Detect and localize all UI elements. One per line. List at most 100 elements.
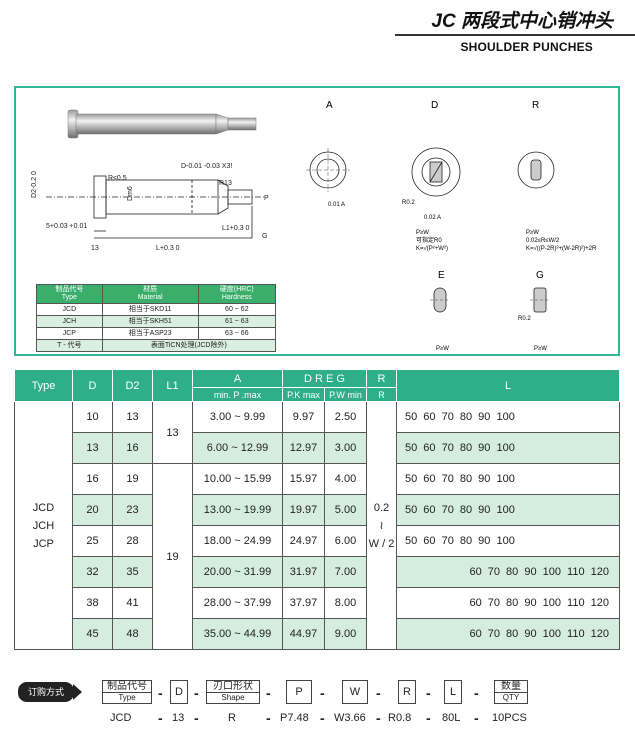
section-label-d: D [431, 100, 438, 111]
dimension-labels: R≤0.5 D-0.01 -0.03 X3! R13 D2-0.2 0 5+0.… [31, 163, 269, 252]
spec-table: Type D D2 L1 A D R E G R L min. P .max P… [14, 369, 620, 650]
type-cell: JCD JCH JCP [14, 401, 73, 650]
l1-cell: 13 [152, 401, 193, 464]
punch-render [67, 109, 257, 139]
dash: - [266, 685, 271, 701]
dash: - [194, 685, 199, 701]
col-r-sub: R [366, 387, 397, 402]
dash: - [376, 710, 381, 726]
dash: - [376, 685, 381, 701]
dim-r02-d: R0.2 [402, 200, 415, 206]
dim-l1: L1+0.3 0 [222, 225, 250, 232]
dash: - [158, 685, 163, 701]
table-row: 45 48 35.00 ~ 44.99 44.97 9.00 60 70 80 … [15, 618, 620, 650]
table-row: 13 16 6.00 ~ 12.99 12.97 3.00 50 60 70 8… [15, 432, 620, 464]
pw-e: P≥W [436, 346, 449, 352]
example-l: 80L [442, 712, 461, 724]
col-l: L [396, 369, 620, 402]
pw-d-b: 可指定R0 [416, 236, 442, 244]
dim-thirteen: 13 [91, 245, 99, 252]
example-r: R0.8 [388, 712, 412, 724]
page-title-cn: JC 两段式中心销冲头 [431, 11, 613, 32]
dash: - [474, 685, 479, 701]
page-title-en: SHOULDER PUNCHES [460, 40, 593, 54]
table-row: 25 28 18.00 ~ 24.99 24.97 6.00 50 60 70 … [15, 525, 620, 557]
order-box-d: D [170, 680, 188, 704]
section-label-g: G [536, 270, 544, 281]
r-rule: 0.02≤R≤W/2 [526, 238, 560, 244]
dim-five: 5+0.03 +0.01 [46, 223, 87, 230]
dim-d-tol: D-0.01 -0.03 X3! [181, 163, 232, 170]
pw-d: P≥W [416, 230, 429, 236]
order-box-p: P [286, 680, 312, 704]
header-rule [395, 34, 635, 36]
order-box-w: W [342, 680, 368, 704]
section-a: A 0.01 A [306, 100, 350, 208]
col-pw-sub: P.W min [324, 387, 367, 402]
col-l1: L1 [152, 369, 193, 402]
example-d: 13 [172, 712, 185, 724]
mat-header-hardness: 硬度(HRC)Hardness [197, 284, 277, 304]
mat-footer-row: T - 代号 表面TiCN处理(JCD除外) [36, 339, 277, 352]
section-label-r: R [532, 100, 539, 111]
example-shape: R [228, 712, 236, 724]
dash: - [194, 710, 199, 726]
l1-cell: 19 [152, 463, 193, 650]
dim-r13: R13 [219, 180, 232, 187]
example-w: W3.66 [334, 712, 366, 724]
k-r: K=√((P-2R)²+(W-2R)²)+2R [526, 245, 597, 252]
table-row: 38 41 28.00 ~ 37.99 37.97 8.00 60 70 80 … [15, 587, 620, 619]
col-dreg: D R E G [282, 369, 367, 388]
example-qty: 10PCS [492, 712, 527, 724]
table-row: 20 23 13.00 ~ 19.99 19.97 5.00 50 60 70 … [15, 494, 620, 526]
rect-001-a: 0.01 A [328, 202, 345, 208]
section-label-e: E [438, 270, 445, 281]
col-r: R [366, 369, 397, 388]
col-a: A [192, 369, 283, 388]
dash: - [320, 710, 325, 726]
order-badge: 订购方式 [18, 682, 82, 702]
dash: - [474, 710, 479, 726]
order-box-r: R [398, 680, 416, 704]
table-row: 32 35 20.00 ~ 31.99 31.97 7.00 60 70 80 … [15, 556, 620, 588]
dash: - [320, 685, 325, 701]
section-e: E P≥W [430, 270, 450, 352]
dim-dm6: Dm6 [127, 186, 134, 201]
table-row: JCD JCH JCP 10 13 13 3.00 ~ 9.99 9.97 2.… [14, 401, 620, 650]
example-p: P7.48 [280, 712, 309, 724]
r02-g: R0.2 [518, 316, 531, 322]
dash: - [266, 710, 271, 726]
k-d: K=√(P²+W²) [416, 245, 448, 252]
dash: - [158, 710, 163, 726]
col-pk-sub: P.K max [282, 387, 325, 402]
col-d: D [72, 369, 113, 402]
dim-g: G [262, 233, 267, 240]
drawing-panel: R≤0.5 D-0.01 -0.03 X3! R13 D2-0.2 0 5+0.… [14, 86, 620, 356]
dim-l: L+0.3 0 [156, 245, 180, 252]
example-type: JCD [110, 712, 132, 724]
col-type: Type [14, 369, 73, 402]
col-a-sub: min. P .max [192, 387, 283, 402]
section-g: G R0.2 P≥W [518, 270, 550, 352]
r-range-cell: 0.2 ≀ W / 2 [366, 401, 397, 650]
technical-drawing: R≤0.5 D-0.01 -0.03 X3! R13 D2-0.2 0 5+0.… [31, 100, 597, 352]
order-box-l: L [444, 680, 462, 704]
rect-002-d: 0.02 A [424, 215, 441, 221]
dim-r-le: R≤0.5 [108, 175, 127, 182]
dim-p: P [264, 195, 269, 202]
dim-d2: D2-0.2 0 [31, 171, 38, 198]
section-r: R P≥W 0.02≤R≤W/2 K=√((P-2R)²+(W-2R)²)+2R [517, 100, 597, 252]
dash: - [426, 685, 431, 701]
dash: - [426, 710, 431, 726]
section-d: D R0.2 0.02 A P≥W 可指定R0 K=√(P²+W²) [402, 100, 461, 252]
